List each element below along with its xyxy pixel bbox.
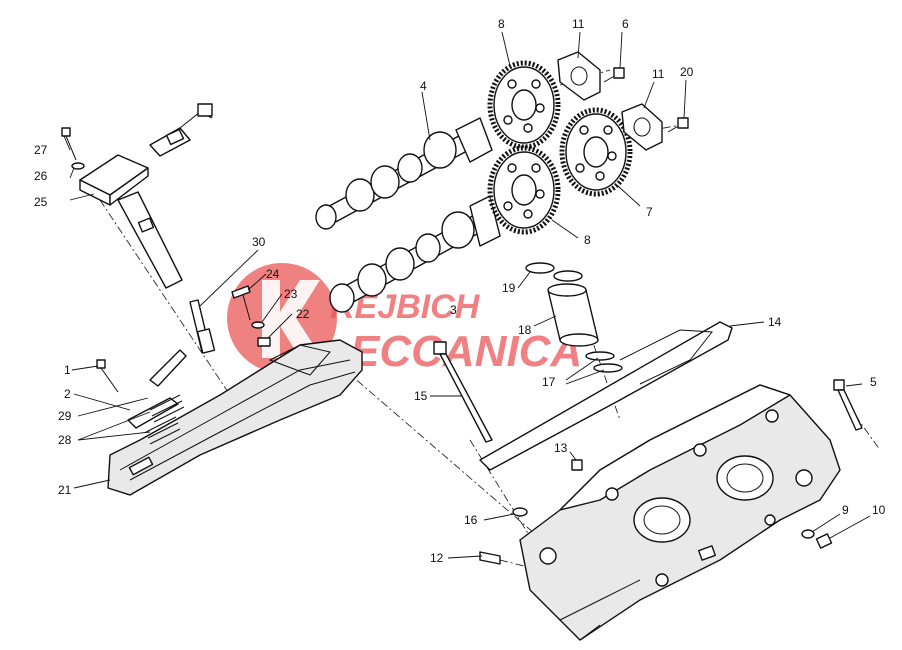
callout-8-upper: 8: [498, 17, 505, 31]
screw-27: [61, 127, 71, 137]
callout-7: 7: [646, 205, 653, 219]
washer-26: [71, 162, 85, 170]
plug-10: [815, 533, 833, 549]
part-24: [231, 285, 251, 299]
camshafts: [315, 117, 501, 313]
callout-16: 16: [464, 513, 478, 527]
ignition-coil: [79, 103, 213, 289]
dowel-13: [571, 459, 583, 471]
port-right: [716, 455, 774, 501]
washer-9: [801, 529, 815, 539]
callout-20: 20: [680, 65, 694, 79]
gear-7: [559, 107, 633, 197]
callout-11-lower: 11: [652, 67, 665, 81]
callout-30: 30: [252, 235, 266, 249]
screw-20: [667, 117, 689, 133]
callout-22: 22: [296, 307, 310, 321]
timing-gears: [487, 51, 689, 235]
callout-10: 10: [872, 503, 886, 517]
callout-12: 12: [430, 551, 444, 565]
callout-4: 4: [420, 79, 427, 93]
watermark-line2: ECCANICA: [350, 327, 582, 376]
callout-21: 21: [58, 483, 72, 497]
callout-11-upper: 11: [572, 17, 585, 31]
camshaft-upper: [315, 117, 493, 230]
callout-1: 1: [64, 363, 71, 377]
bolt-5: [833, 379, 863, 431]
oring-19: [525, 262, 555, 274]
oring-16: [512, 507, 528, 517]
long-bolt-15: [433, 341, 493, 443]
spark-plug: [189, 299, 216, 354]
cover-plate: [127, 397, 179, 429]
leader-lines: [63, 31, 871, 559]
screw-6: [603, 67, 625, 83]
callout-15: 15: [414, 389, 428, 403]
callout-17: 17: [542, 375, 556, 389]
cover-plate-11-upper: [557, 51, 601, 101]
callout-6: 6: [622, 17, 629, 31]
callout-13: 13: [554, 441, 568, 455]
callout-27: 27: [34, 143, 48, 157]
callout-23: 23: [284, 287, 298, 301]
callout-25: 25: [34, 195, 48, 209]
part-22: [257, 337, 271, 347]
cover-plate-11-lower: [621, 103, 663, 151]
valve-cover: [107, 339, 363, 496]
callout-18: 18: [518, 323, 532, 337]
gear-upper-8: [487, 60, 561, 150]
cylinder-head: [519, 384, 841, 641]
part-23: [251, 321, 265, 329]
callout-26: 26: [34, 169, 48, 183]
callout-29: 29: [58, 409, 72, 423]
callout-5: 5: [870, 375, 877, 389]
callouts: 1 2 3 4 5 6 7 8 8 9 10 11 11 12 13 14 15…: [34, 17, 886, 565]
callout-3: 3: [450, 303, 457, 317]
callout-9: 9: [842, 503, 849, 517]
callout-2: 2: [64, 387, 71, 401]
cover-springs: [145, 394, 185, 445]
gasket-14: [479, 321, 733, 471]
bolt-1: [96, 359, 119, 393]
gear-lower-8: [487, 145, 561, 235]
stud-12: [479, 551, 501, 565]
callout-19: 19: [502, 281, 516, 295]
watermark-logo-k: [262, 280, 322, 358]
port-left: [633, 497, 691, 543]
callout-14: 14: [768, 315, 782, 329]
valve-cover-assembly: [61, 103, 363, 496]
seal-parts: [525, 262, 623, 373]
callout-8-lower: 8: [584, 233, 591, 247]
oring-17: [585, 351, 615, 361]
watermark: REJBICH ECCANICA: [227, 263, 582, 376]
callout-28: 28: [58, 433, 72, 447]
callout-24: 24: [266, 267, 280, 281]
